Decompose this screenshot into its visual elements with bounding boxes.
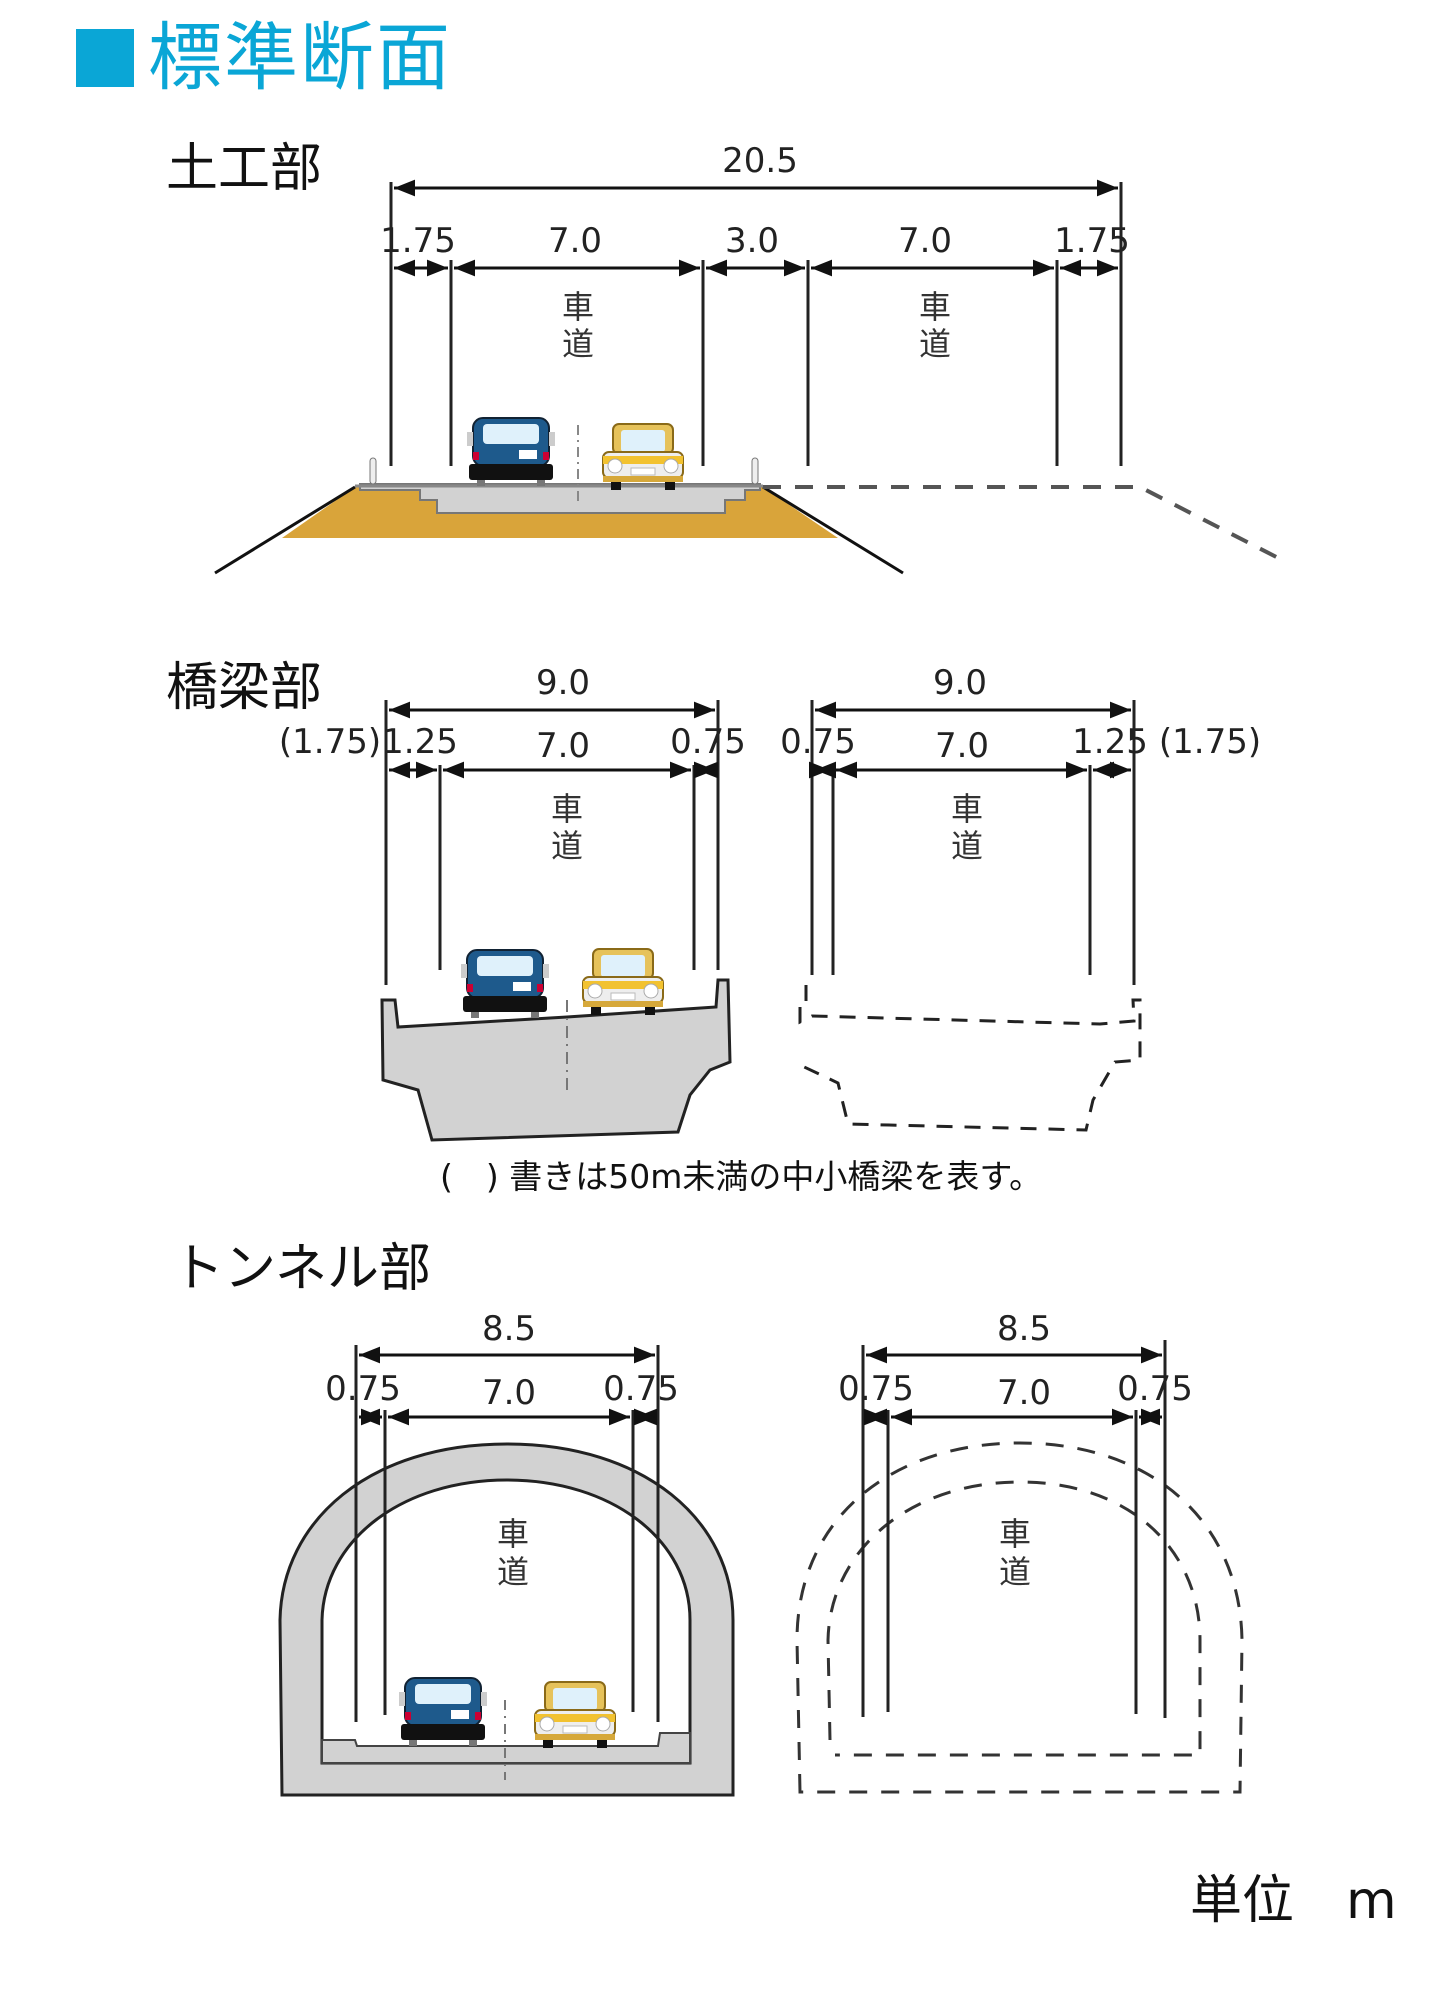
car-yellow-icon [602, 423, 684, 491]
earthwork-seg-4: 7.0 [898, 221, 952, 261]
car-yellow-icon [582, 948, 664, 1016]
tunnel-lining-right-outer-dashed [795, 1441, 1244, 1794]
bridge-heading: 橋梁部 [166, 658, 323, 718]
bridge-left-seg-2: 7.0 [536, 726, 590, 766]
bridge-girder-left [380, 978, 732, 1142]
tunnel-left-seg-2: 7.0 [482, 1373, 536, 1413]
tunnel-right-seg-2: 7.0 [997, 1373, 1051, 1413]
earthwork-seg-5: 1.75 [1054, 221, 1130, 261]
guardrail-post-right [751, 457, 759, 485]
car-blue-icon [466, 417, 556, 487]
earthwork-future-lane-dashed [763, 485, 1289, 565]
tunnel-right-lane-label-2: 道 [999, 1553, 1031, 1591]
tunnel-right-total: 8.5 [997, 1309, 1051, 1349]
tunnel-lining-left [278, 1442, 735, 1797]
tunnel-left-lane-label-1: 車 [497, 1515, 529, 1553]
bridge-right-seg-1: 0.75 [780, 722, 856, 762]
bridge-right-paren: (1.75) [1159, 722, 1261, 762]
bridge-footnote: ( ) 書きは50m未満の中小橋梁を表す。 [440, 1157, 1043, 1196]
tunnel-right-lane-label-1: 車 [999, 1515, 1031, 1553]
tunnel-lining-right-inner-dashed [826, 1480, 1202, 1757]
earthwork-seg-1: 1.75 [380, 221, 456, 261]
earthwork-pavement [359, 483, 761, 514]
bridge-right-seg-2: 7.0 [935, 726, 989, 766]
tunnel-left-lane-label-2: 道 [497, 1553, 529, 1591]
tunnel-section-right: 8.5 0.75 7.0 0.75 車 道 [795, 1309, 1244, 1794]
bridge-right-total: 9.0 [933, 663, 987, 703]
earthwork-lane-label-b2: 道 [919, 325, 951, 363]
unit-label: 単位 m [1190, 1871, 1397, 1931]
earthwork-heading: 土工部 [166, 139, 323, 199]
earthwork-seg-2: 7.0 [548, 221, 602, 261]
earthwork-slope-right [762, 485, 904, 575]
bridge-section-left: 9.0 (1.75) 1.25 7.0 0.75 車 道 [279, 663, 746, 1142]
tunnel-right-seg-3: 0.75 [1117, 1369, 1193, 1409]
bridge-left-total: 9.0 [536, 663, 590, 703]
bridge-section-right: 9.0 0.75 7.0 1.25 (1.75) 車 道 [780, 663, 1261, 1132]
bridge-girder-right-dashed [798, 985, 1142, 1132]
car-blue-icon [460, 949, 550, 1019]
car-yellow-icon [534, 1681, 616, 1749]
earthwork-section: 20.5 1.75 7.0 3.0 7.0 1.75 車 道 車 道 [214, 141, 1289, 575]
bridge-right-lane-label-1: 車 [951, 790, 983, 828]
tunnel-left-seg-3: 0.75 [603, 1369, 679, 1409]
tunnel-left-seg-1: 0.75 [325, 1369, 401, 1409]
earthwork-lane-label-b1: 車 [919, 288, 951, 326]
earthwork-seg-3: 3.0 [725, 221, 779, 261]
guardrail-post-left [369, 457, 377, 485]
tunnel-right-seg-1: 0.75 [838, 1369, 914, 1409]
bridge-left-seg-1: 1.25 [382, 722, 458, 762]
bridge-left-paren: (1.75) [279, 722, 381, 762]
tunnel-heading: トンネル部 [172, 1239, 431, 1299]
page-title: 標準断面 [76, 18, 452, 98]
bridge-left-lane-label-1: 車 [551, 790, 583, 828]
bridge-right-lane-label-2: 道 [951, 827, 983, 865]
earthwork-lane-label-a2: 道 [562, 325, 594, 363]
page-title-text: 標準断面 [148, 15, 452, 101]
car-blue-icon [398, 1677, 488, 1747]
earthwork-slope-left [214, 485, 356, 575]
earthwork-total-width: 20.5 [722, 141, 798, 181]
tunnel-section-left: 8.5 0.75 7.0 0.75 車 道 [278, 1309, 735, 1797]
bridge-left-seg-3: 0.75 [670, 722, 746, 762]
bridge-left-lane-label-2: 道 [551, 827, 583, 865]
tunnel-left-total: 8.5 [482, 1309, 536, 1349]
title-square-bullet-icon [76, 29, 134, 87]
bridge-right-seg-3: 1.25 [1072, 722, 1148, 762]
earthwork-lane-label-a1: 車 [562, 288, 594, 326]
